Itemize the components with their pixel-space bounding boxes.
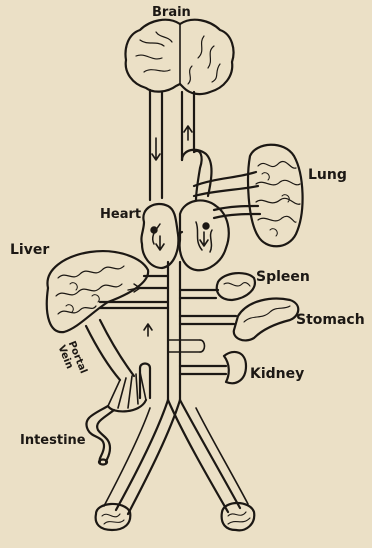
brain (126, 20, 234, 94)
stomach (180, 299, 298, 341)
spleen (180, 273, 255, 300)
stomach-label: Stomach (296, 313, 365, 327)
spleen-label: Spleen (256, 270, 310, 284)
kidney (180, 352, 246, 383)
abdominal-loops (168, 340, 205, 352)
brain-label: Brain (152, 6, 191, 19)
feet-capillaries (96, 503, 255, 530)
lung-label: Lung (308, 168, 347, 182)
portal-vein (86, 320, 134, 380)
liver-label: Liver (10, 243, 49, 257)
kidney-label: Kidney (250, 367, 304, 381)
heart-label: Heart (100, 208, 141, 221)
intestine-label: Intestine (20, 434, 86, 447)
